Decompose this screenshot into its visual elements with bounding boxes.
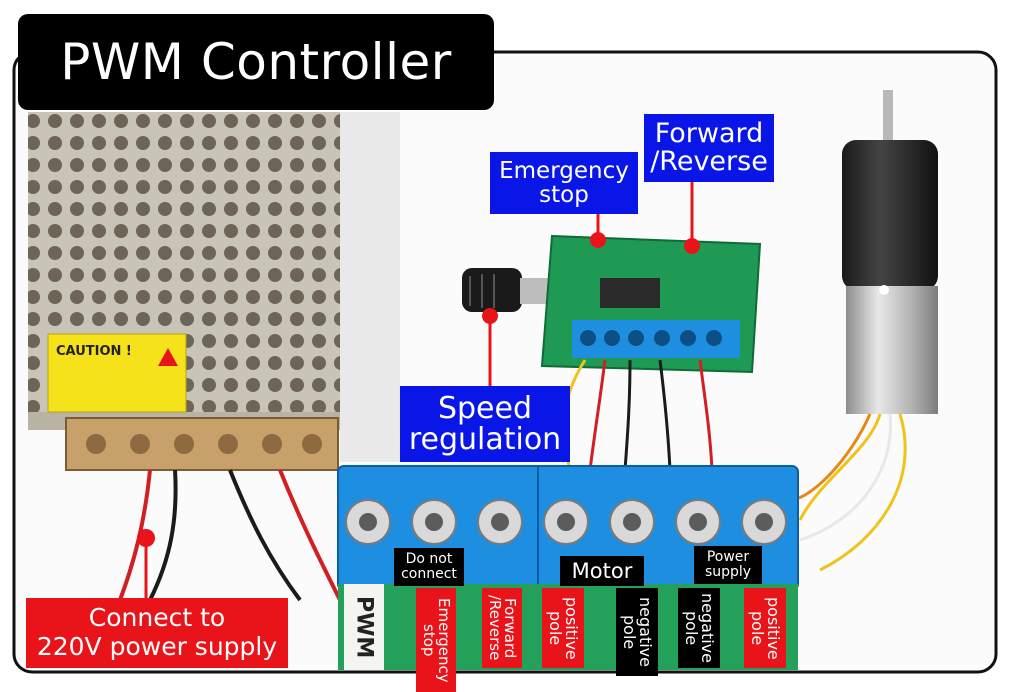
dc-motor <box>842 90 938 414</box>
terminal-block-pwm-label: PWM <box>344 584 384 670</box>
motor-wires <box>789 413 907 572</box>
power-supply-group-tag: Power supply <box>694 546 762 584</box>
speed-regulation-callout: Speed regulation <box>400 386 570 462</box>
terminal-forward-reverse-tag: Forward /Reverse <box>482 588 522 668</box>
caution-sticker <box>47 333 187 413</box>
forward-reverse-callout: Forward /Reverse <box>644 114 774 182</box>
controller-pcb <box>540 234 762 374</box>
motor-positive-pole-tag: positive pole <box>542 588 584 668</box>
leader-lines <box>144 182 694 600</box>
power-input-callout: Connect to 220V power supply <box>26 598 288 668</box>
warning-icon <box>158 348 178 366</box>
terminal-emergency-stop-tag: Emergency stop <box>416 588 456 692</box>
page-title: PWM Controller <box>18 14 494 110</box>
motor-negative-pole-tag: negative pole <box>616 588 658 676</box>
indicator-dots <box>137 232 700 547</box>
supply-negative-pole-tag: negative pole <box>678 588 720 668</box>
power-supply-unit <box>28 112 400 471</box>
speed-knob <box>462 268 550 312</box>
motor-group-tag: Motor <box>560 556 644 586</box>
supply-positive-pole-tag: positive pole <box>744 588 786 668</box>
caution-sticker-text: CAUTION ! <box>56 343 132 359</box>
do-not-connect-tag: Do not connect <box>394 548 464 586</box>
emergency-stop-callout: Emergency stop <box>490 152 638 214</box>
